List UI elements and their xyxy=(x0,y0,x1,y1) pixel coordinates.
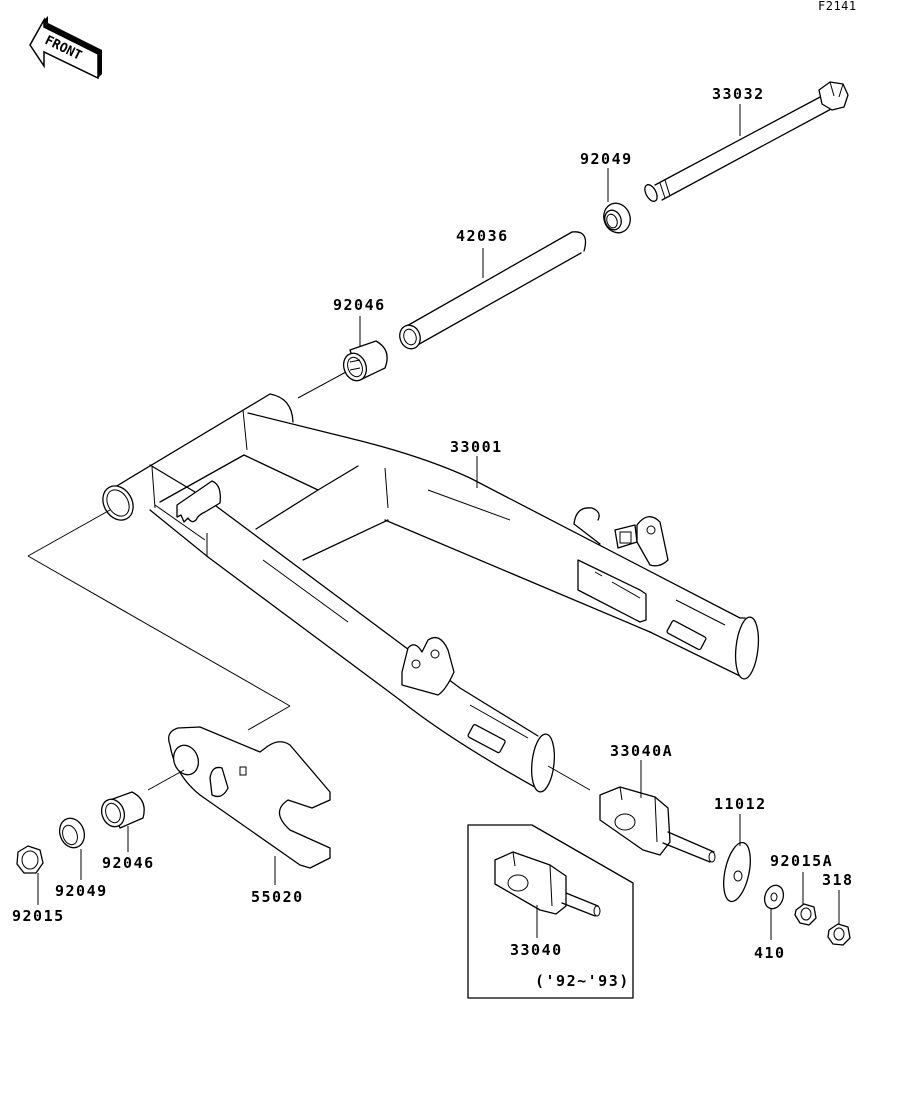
label-92049-top: 92049 xyxy=(580,150,633,168)
label-92015A: 92015A xyxy=(770,852,833,870)
label-33040A: 33040A xyxy=(610,742,673,760)
chain-adjuster-33040A xyxy=(599,786,716,863)
inset-box: 33040 ('92~'93) xyxy=(467,824,634,999)
flange-nut-92015 xyxy=(16,845,44,874)
washer-410 xyxy=(763,884,785,910)
label-33040: 33040 xyxy=(510,941,563,959)
chain-guide-55020 xyxy=(167,726,331,869)
label-33032: 33032 xyxy=(712,85,765,103)
label-318: 318 xyxy=(822,871,854,889)
bearing-92046-upper xyxy=(342,340,388,382)
label-92049-bot: 92049 xyxy=(55,882,108,900)
label-42036: 42036 xyxy=(456,227,509,245)
label-92046-bot: 92046 xyxy=(102,854,155,872)
nut-318 xyxy=(827,923,851,946)
label-33001: 33001 xyxy=(450,438,503,456)
seal-92049-upper xyxy=(603,202,631,234)
adjuster-plate-11012 xyxy=(723,841,751,903)
label-92015: 92015 xyxy=(12,907,65,925)
inset-year-note: ('92~'93) xyxy=(535,972,630,990)
sleeve-42036 xyxy=(399,231,587,350)
label-11012: 11012 xyxy=(714,795,767,813)
pivot-shaft-33032 xyxy=(644,81,849,202)
label-92046-top: 92046 xyxy=(333,296,386,314)
seal-92049-lower xyxy=(58,817,86,849)
front-arrow-icon: FRONT xyxy=(29,16,102,80)
bearing-92046-lower xyxy=(100,791,145,829)
label-410: 410 xyxy=(754,944,786,962)
label-55020: 55020 xyxy=(251,888,304,906)
figure-code: F2141 xyxy=(818,0,857,13)
swingarm-33001 xyxy=(27,393,760,793)
nut-92015A xyxy=(794,903,817,926)
